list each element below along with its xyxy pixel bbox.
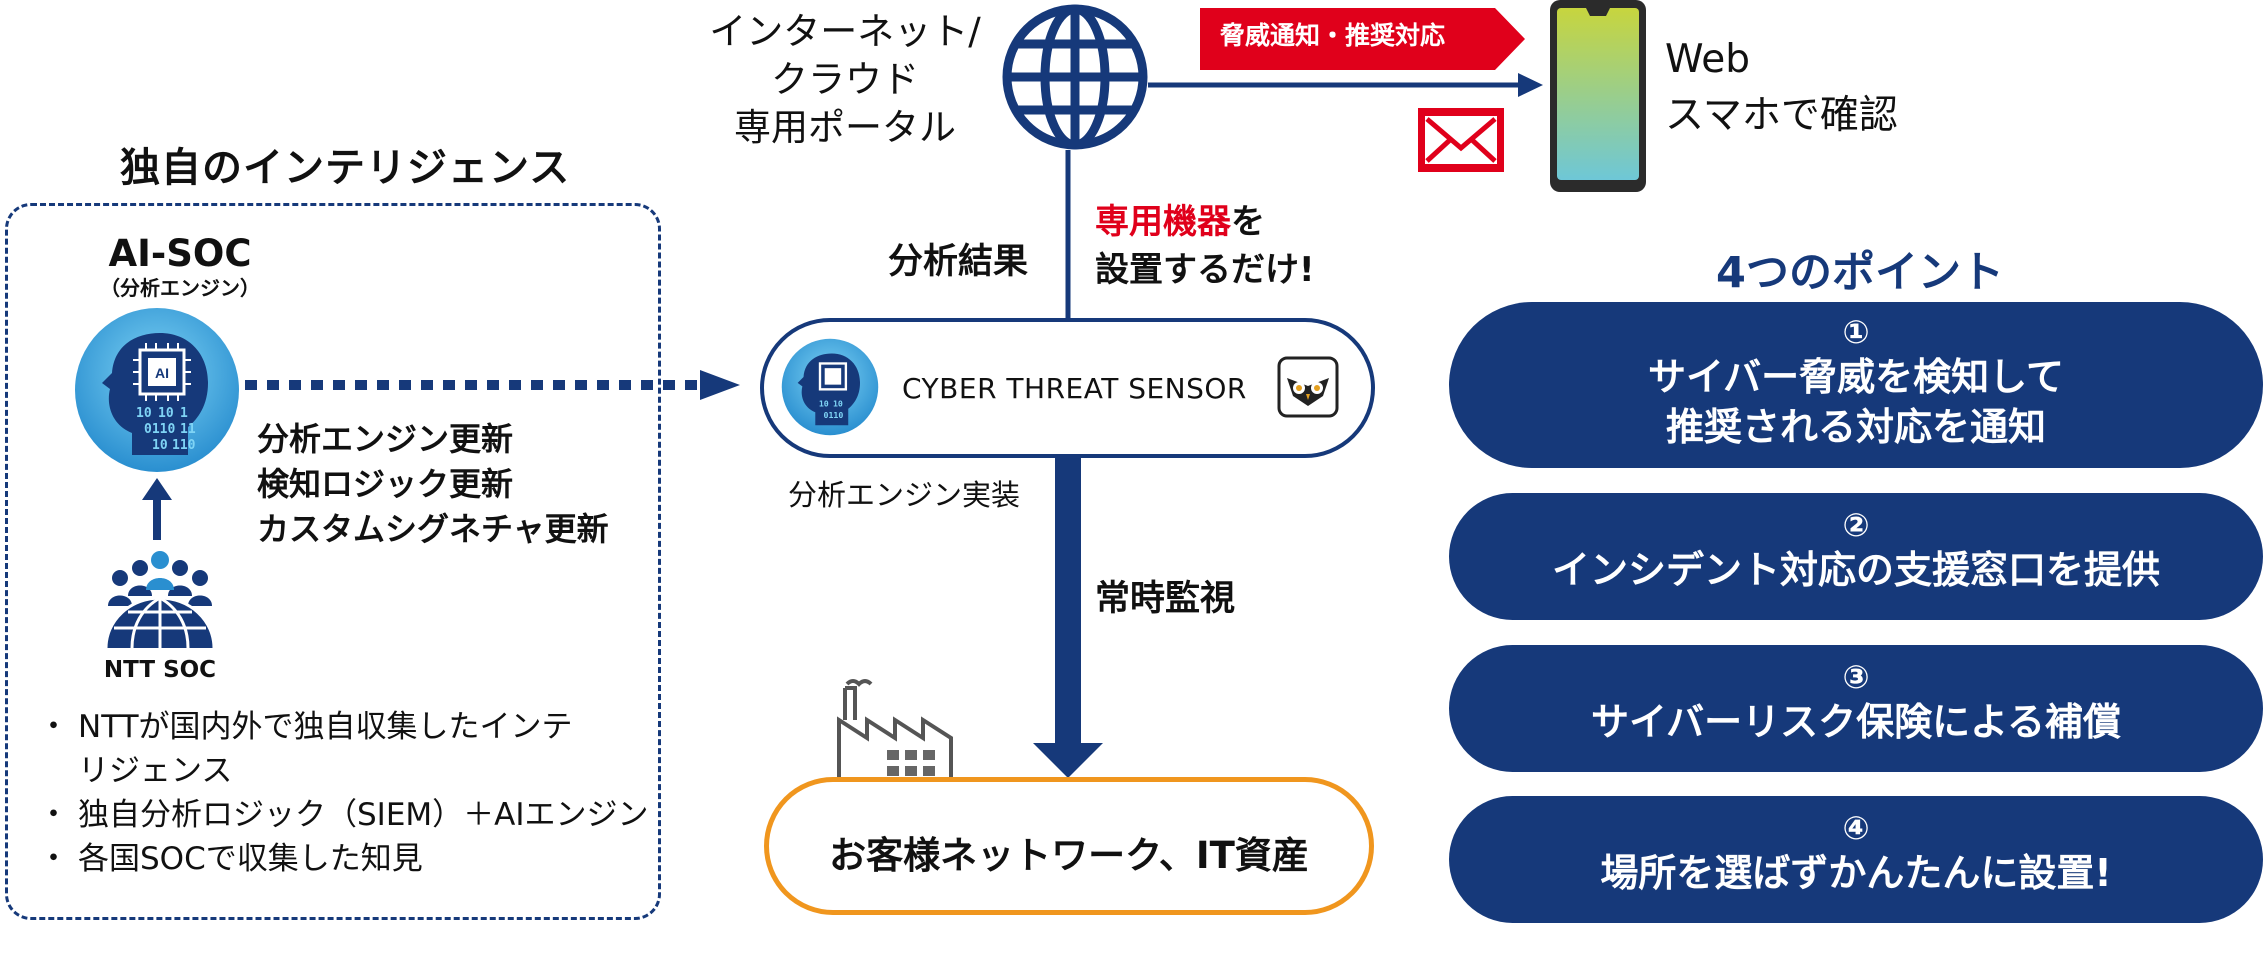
result-line [1065, 150, 1071, 320]
globe-icon [1002, 4, 1148, 150]
customer-network-box [764, 777, 1374, 915]
svg-text:10: 10 [833, 398, 843, 408]
intelligence-bullets: NTTが国内外で独自収集したインテリジェンス 独自分析ロジック（SIEM）＋AI… [38, 705, 649, 881]
ai-soc-title: AI-SOC [108, 232, 252, 275]
svg-text:0110: 0110 [824, 410, 844, 420]
svg-text:10: 10 [136, 406, 152, 421]
svg-text:11: 11 [180, 422, 196, 437]
svg-text:10: 10 [152, 438, 168, 453]
sensor-callout-highlight: 専用機器 [1095, 202, 1231, 242]
notify-arrow [1148, 73, 1543, 97]
customer-network-label: お客様ネットワーク、IT資産 [829, 834, 1309, 877]
points-title: 4つのポイント [1716, 248, 2004, 298]
point-card-2: ② インシデント対応の支援窓口を提供 [1449, 493, 2263, 620]
sensor-callout: 専用機器を 設置するだけ! [1095, 202, 1315, 290]
point-number: ② [1842, 506, 1870, 544]
up-arrow [142, 478, 172, 540]
monitor-label: 常時監視 [1095, 579, 1236, 619]
point-number: ④ [1842, 809, 1870, 847]
bullet-item: NTTが国内外で独自収集したインテリジェンス [38, 705, 578, 793]
bullet-item: 独自分析ロジック（SIEM）＋AIエンジン [38, 793, 649, 837]
svg-text:10: 10 [819, 398, 829, 408]
owl-logo-icon [1277, 356, 1339, 418]
update-list: 分析エンジン更新 検知ロジック更新 カスタムシグネチャ更新 [257, 417, 609, 552]
smartphone-icon [1550, 0, 1646, 192]
point-number: ① [1842, 313, 1870, 351]
point-card-3: ③ サイバーリスク保険による補償 [1449, 645, 2263, 772]
envelope-icon [1418, 108, 1504, 172]
factory-icon [837, 679, 953, 797]
update-item: 分析エンジン更新 [257, 420, 514, 458]
update-item: カスタムシグネチャ更新 [257, 510, 609, 548]
monitor-arrow [1033, 458, 1103, 778]
alert-flag-text: 脅威通知・推奨対応 [1220, 21, 1446, 50]
svg-text:10: 10 [158, 406, 174, 421]
point-card-4: ④ 場所を選ばずかんたんに設置! [1449, 796, 2263, 923]
svg-text:1: 1 [180, 406, 188, 421]
ai-soc-subtitle: （分析エンジン） [100, 276, 260, 300]
ai-brain-icon: AI 10 10 1 0110 11 10 110 [75, 308, 239, 472]
svg-text:0110: 0110 [144, 422, 175, 437]
point-number: ③ [1842, 658, 1870, 696]
ai-chip-label: AI [155, 365, 169, 381]
analysis-result-label: 分析結果 [888, 242, 1029, 282]
intelligence-title: 独自のインテリジェンス [120, 145, 571, 191]
intelligence-box [5, 203, 661, 920]
engine-impl-label: 分析エンジン実装 [788, 478, 1021, 512]
sensor-name: CYBER THREAT SENSOR [902, 372, 1247, 405]
portal-label: インターネット/ クラウド 専用ポータル [709, 10, 981, 149]
point-card-1: ① サイバー脅威を検知して 推奨される対応を通知 [1449, 302, 2263, 468]
ntt-soc-label: NTT SOC [103, 657, 217, 683]
device-text: Web スマホで確認 [1665, 37, 1898, 138]
bullet-item: 各国SOCで収集した知見 [38, 837, 649, 881]
sensor-ai-icon: 10 10 0110 [781, 338, 879, 436]
alert-flag [1200, 8, 1525, 70]
update-flow-arrow [245, 370, 740, 400]
svg-text:110: 110 [172, 438, 196, 453]
update-item: 検知ロジック更新 [257, 465, 514, 503]
ntt-soc-icon [104, 551, 216, 649]
